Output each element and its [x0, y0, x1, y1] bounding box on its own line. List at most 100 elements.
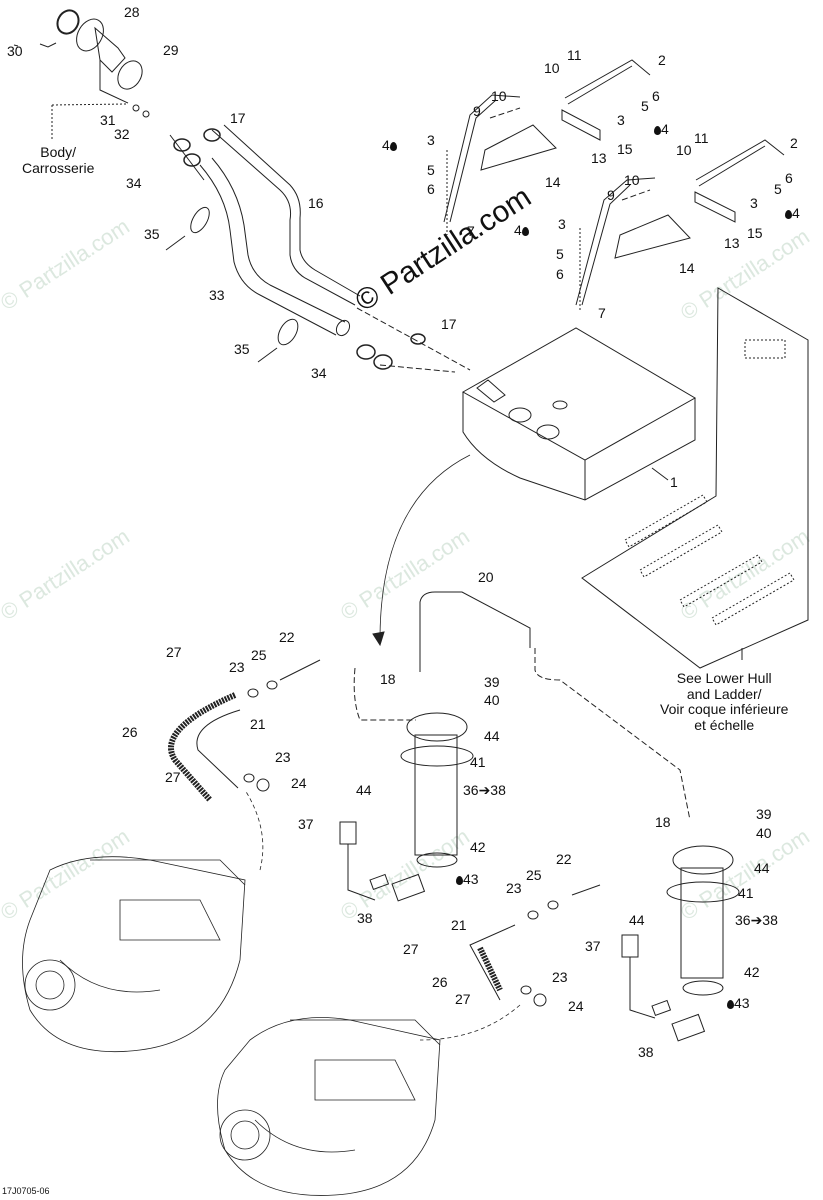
callout-4: 4: [785, 206, 800, 220]
callout-11: 11: [694, 130, 709, 146]
hose-clamps: [173, 128, 426, 370]
callout-6: 6: [785, 170, 793, 186]
lower-hull-note: See Lower Hull and Ladder/ Voir coque in…: [660, 670, 788, 734]
callout-39: 39: [484, 674, 500, 690]
sealant-drop-icon: [389, 142, 397, 151]
callout-text: 43: [734, 995, 750, 1011]
callout-38: 38: [357, 910, 373, 926]
callout-11: 11: [567, 47, 582, 63]
callout-13: 13: [724, 235, 740, 251]
callout-33: 33: [209, 287, 225, 303]
callout-26: 26: [122, 724, 138, 740]
leader: [379, 454, 471, 641]
hose-assembly-rear: [469, 884, 601, 1007]
callout-2: 2: [790, 135, 798, 151]
callout-5: 5: [556, 246, 564, 262]
callout-35: 35: [144, 226, 160, 242]
lower-hull-outline: [581, 287, 809, 669]
callout-18: 18: [380, 671, 396, 687]
callout-27: 27: [403, 941, 419, 957]
callout-4: 4: [514, 223, 529, 237]
callout-7: 7: [598, 305, 606, 321]
tank-straps: [443, 59, 785, 310]
callout-text: 4: [514, 222, 522, 238]
hose-16: [211, 124, 361, 306]
callout-3: 3: [558, 216, 566, 232]
callout-36-38: 36➔38: [735, 912, 778, 928]
callout-6: 6: [652, 88, 660, 104]
callout-23: 23: [506, 880, 522, 896]
callout-15: 15: [617, 141, 633, 157]
callout-23: 23: [229, 659, 245, 675]
callout-5: 5: [774, 181, 782, 197]
callout-text: 4: [661, 121, 669, 137]
callout-5: 5: [641, 98, 649, 114]
callout-24: 24: [291, 775, 307, 791]
callout-24: 24: [568, 998, 584, 1014]
sealant-drop-icon: [521, 227, 529, 236]
callout-20: 20: [478, 569, 494, 585]
callout-30: 30: [7, 43, 23, 59]
callout-34: 34: [126, 175, 142, 191]
callout-6: 6: [556, 266, 564, 282]
callout-22: 22: [279, 629, 295, 645]
sealant-drop-icon: [654, 126, 661, 135]
callout-17: 17: [441, 316, 457, 332]
engine-front: [22, 789, 264, 1053]
callout-15: 15: [747, 225, 763, 241]
fuel-line-20: [419, 591, 531, 672]
callout-25: 25: [251, 647, 267, 663]
callout-42: 42: [744, 964, 760, 980]
callout-4: 4: [382, 138, 397, 152]
callout-3: 3: [750, 195, 758, 211]
callout-36-38: 36➔38: [463, 782, 506, 798]
callout-40: 40: [756, 825, 772, 841]
callout-16: 16: [308, 195, 324, 211]
callout-41: 41: [470, 754, 486, 770]
callout-28: 28: [124, 4, 140, 20]
engine-rear: [217, 1004, 521, 1196]
callout-4: 4: [654, 122, 669, 136]
sealant-drop-icon: [727, 1000, 734, 1009]
callout-34: 34: [311, 365, 327, 381]
callout-44: 44: [629, 912, 645, 928]
callout-35: 35: [234, 341, 250, 357]
callout-25: 25: [526, 867, 542, 883]
sealant-drop-icon: [785, 210, 792, 219]
body-note: Body/ Carrosserie: [22, 144, 95, 176]
callout-21: 21: [250, 716, 266, 732]
callout-5: 5: [427, 162, 435, 178]
callout-3: 3: [427, 132, 435, 148]
callout-38: 38: [638, 1044, 654, 1060]
callout-3: 3: [617, 112, 625, 128]
drawing-code: 17J0705-06: [2, 1186, 50, 1196]
callout-13: 13: [591, 150, 607, 166]
note-line: Carrosserie: [22, 159, 95, 176]
callout-18: 18: [655, 814, 671, 830]
callout-44: 44: [754, 860, 770, 876]
leader: [356, 307, 471, 373]
callout-40: 40: [484, 692, 500, 708]
hose-33: [169, 134, 351, 337]
callout-44: 44: [484, 728, 500, 744]
callout-31: 31: [100, 112, 116, 128]
callout-22: 22: [556, 851, 572, 867]
callout-text: 4: [382, 137, 390, 153]
note-line: et échelle: [694, 717, 755, 734]
callout-26: 26: [432, 974, 448, 990]
callout-39: 39: [756, 806, 772, 822]
note-line: See Lower Hull: [676, 670, 772, 686]
sealant-drop-icon: [456, 876, 463, 885]
callout-10: 10: [676, 142, 692, 158]
callout-32: 32: [114, 126, 130, 142]
fuel-tank: [461, 327, 697, 501]
cable-ties: [165, 206, 299, 363]
note-line: Body/: [40, 144, 77, 160]
callout-9: 9: [473, 103, 481, 119]
callout-17: 17: [230, 110, 246, 126]
filler-neck: [13, 9, 150, 140]
callout-2: 2: [658, 52, 666, 68]
callout-21: 21: [451, 917, 467, 933]
callout-9: 9: [607, 187, 615, 203]
